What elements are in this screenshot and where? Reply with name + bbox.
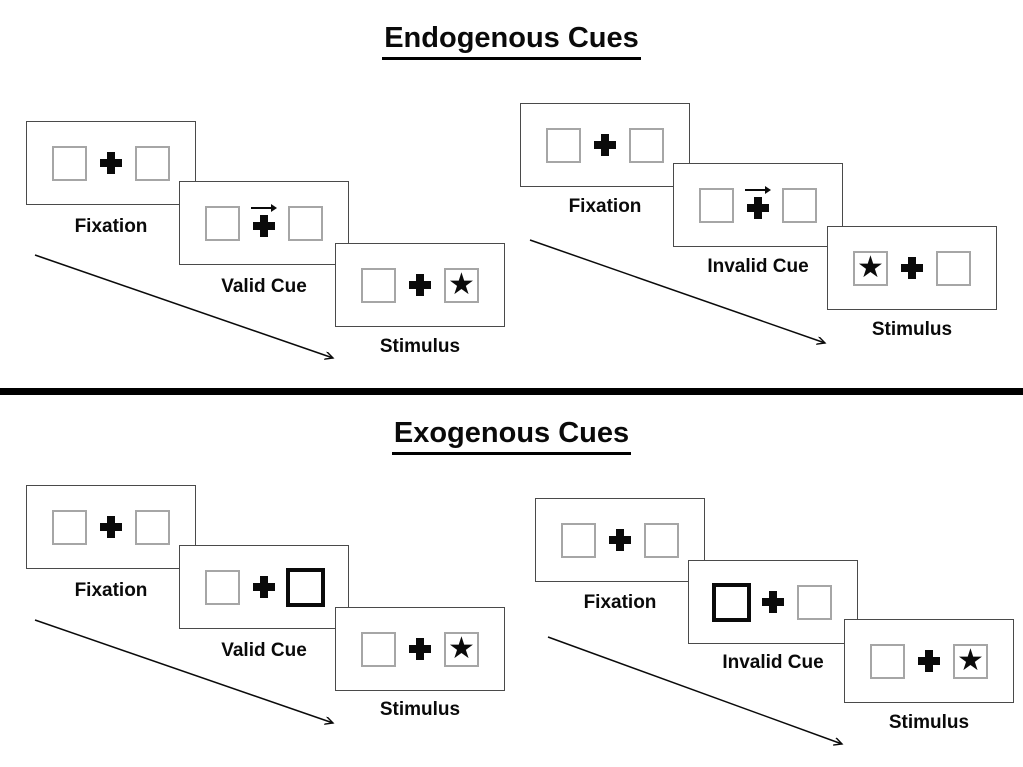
fixation-cross-icon [609, 529, 631, 551]
right-arrow-icon [251, 203, 277, 213]
fixation-cross-icon [747, 197, 769, 219]
star-icon: ★ [448, 266, 475, 302]
step-label-fixation: Fixation [74, 216, 148, 237]
exogenous-invalid-stimulus-panel: ★ [844, 619, 1014, 703]
fixation-cross-icon [100, 516, 122, 538]
right-placeholder-box [644, 523, 679, 558]
fixation-cross-icon [409, 638, 431, 660]
step-label-stimulus: Stimulus [379, 699, 461, 720]
left-placeholder-box [699, 188, 734, 223]
step-label-stimulus: Stimulus [379, 336, 461, 357]
exogenous-valid-stimulus-panel: ★ [335, 607, 505, 691]
exogenous-invalid-cue-panel [688, 560, 858, 644]
right-arrow-icon [745, 185, 771, 195]
fixation-cross-icon [594, 134, 616, 156]
endogenous-invalid-fixation-panel [520, 103, 690, 187]
star-icon: ★ [957, 642, 984, 678]
fixation-cross-icon [253, 215, 275, 237]
step-label-valid-cue: Valid Cue [221, 276, 307, 297]
fixation-cross-icon [918, 650, 940, 672]
right-highlighted-cue-box [286, 568, 325, 607]
right-placeholder-box [797, 585, 832, 620]
fixation-cross-icon [253, 576, 275, 598]
step-label-fixation: Fixation [74, 580, 148, 601]
left-placeholder-box [205, 570, 240, 605]
left-placeholder-box [205, 206, 240, 241]
star-icon: ★ [448, 630, 475, 666]
exogenous-valid-fixation-panel [26, 485, 196, 569]
fixation-cross-icon [901, 257, 923, 279]
right-placeholder-box [135, 510, 170, 545]
left-placeholder-box [546, 128, 581, 163]
step-label-fixation: Fixation [583, 592, 657, 613]
step-label-stimulus: Stimulus [871, 319, 953, 340]
right-placeholder-box [288, 206, 323, 241]
step-label-invalid-cue: Invalid Cue [722, 652, 824, 673]
exogenous-invalid-fixation-panel [535, 498, 705, 582]
left-placeholder-box [52, 146, 87, 181]
star-icon: ★ [857, 249, 884, 285]
exogenous-section-title: Exogenous Cues [0, 417, 1023, 455]
left-placeholder-box [361, 632, 396, 667]
right-placeholder-box [629, 128, 664, 163]
step-label-invalid-cue: Invalid Cue [707, 256, 809, 277]
right-target-box: ★ [444, 268, 479, 303]
left-placeholder-box [870, 644, 905, 679]
fixation-cross-icon [100, 152, 122, 174]
section-divider [0, 388, 1023, 395]
timeline-arrow-endogenous-valid [34, 254, 333, 358]
step-label-valid-cue: Valid Cue [221, 640, 307, 661]
endogenous-invalid-cue-panel [673, 163, 843, 247]
right-placeholder-box [782, 188, 817, 223]
step-label-fixation: Fixation [568, 196, 642, 217]
left-highlighted-cue-box [712, 583, 751, 622]
right-placeholder-box [936, 251, 971, 286]
step-label-stimulus: Stimulus [888, 712, 970, 733]
exogenous-valid-cue-panel [179, 545, 349, 629]
left-placeholder-box [561, 523, 596, 558]
endogenous-valid-fixation-panel [26, 121, 196, 205]
endogenous-invalid-stimulus-panel: ★ [827, 226, 997, 310]
left-target-box: ★ [853, 251, 888, 286]
right-placeholder-box [135, 146, 170, 181]
left-placeholder-box [52, 510, 87, 545]
right-target-box: ★ [953, 644, 988, 679]
endogenous-section-title: Endogenous Cues [0, 22, 1023, 60]
endogenous-valid-stimulus-panel: ★ [335, 243, 505, 327]
fixation-cross-icon [762, 591, 784, 613]
right-target-box: ★ [444, 632, 479, 667]
endogenous-valid-cue-panel [179, 181, 349, 265]
left-placeholder-box [361, 268, 396, 303]
timeline-arrow-exogenous-valid [34, 619, 333, 723]
fixation-cross-icon [409, 274, 431, 296]
